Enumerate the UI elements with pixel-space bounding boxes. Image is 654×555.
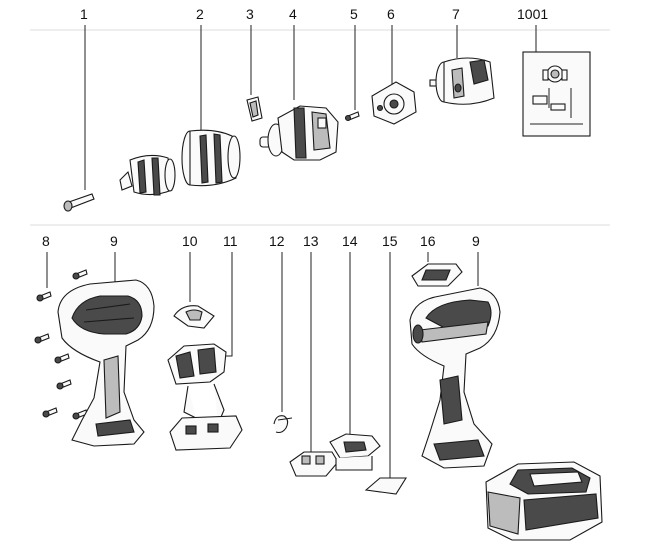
callout-16: 16 (420, 233, 436, 249)
callout-8: 8 (42, 233, 50, 249)
callout-15: 15 (382, 233, 398, 249)
part-motor-flange (371, 81, 417, 125)
callout-4: 4 (289, 6, 297, 22)
part-belt-holder (411, 263, 463, 287)
part-selector-switch (173, 305, 215, 329)
part-motor (429, 57, 495, 105)
part-right-housing (409, 287, 501, 469)
callout-6: 6 (387, 6, 395, 22)
callout-1: 1 (80, 6, 88, 22)
part-clip (246, 96, 263, 122)
part-battery-pack (485, 461, 603, 541)
part-spring-clip (273, 415, 293, 434)
leader-11 (220, 252, 233, 357)
callout-10: 10 (182, 233, 198, 249)
callout-9-right: 9 (472, 233, 480, 249)
part-screw (63, 193, 95, 212)
part-left-housing-half (57, 279, 155, 447)
callout-12: 12 (269, 233, 285, 249)
callout-1001: 1001 (517, 6, 548, 22)
callout-9-left: 9 (110, 233, 118, 249)
callout-7: 7 (452, 6, 460, 22)
part-chuck-sleeve (181, 129, 241, 187)
part-label-pad (364, 477, 407, 495)
part-switch-assembly (167, 343, 243, 451)
part-gearbox (259, 105, 339, 161)
callout-3: 3 (246, 6, 254, 22)
part-drill-chuck (119, 154, 176, 196)
part-rating-label (522, 51, 591, 137)
part-small-screw (344, 111, 360, 122)
callout-13: 13 (303, 233, 319, 249)
part-terminal-holder (329, 433, 381, 471)
callout-14: 14 (342, 233, 358, 249)
part-connector (289, 451, 339, 477)
callout-11: 11 (223, 233, 238, 249)
callout-2: 2 (196, 6, 204, 22)
callout-5: 5 (350, 6, 358, 22)
